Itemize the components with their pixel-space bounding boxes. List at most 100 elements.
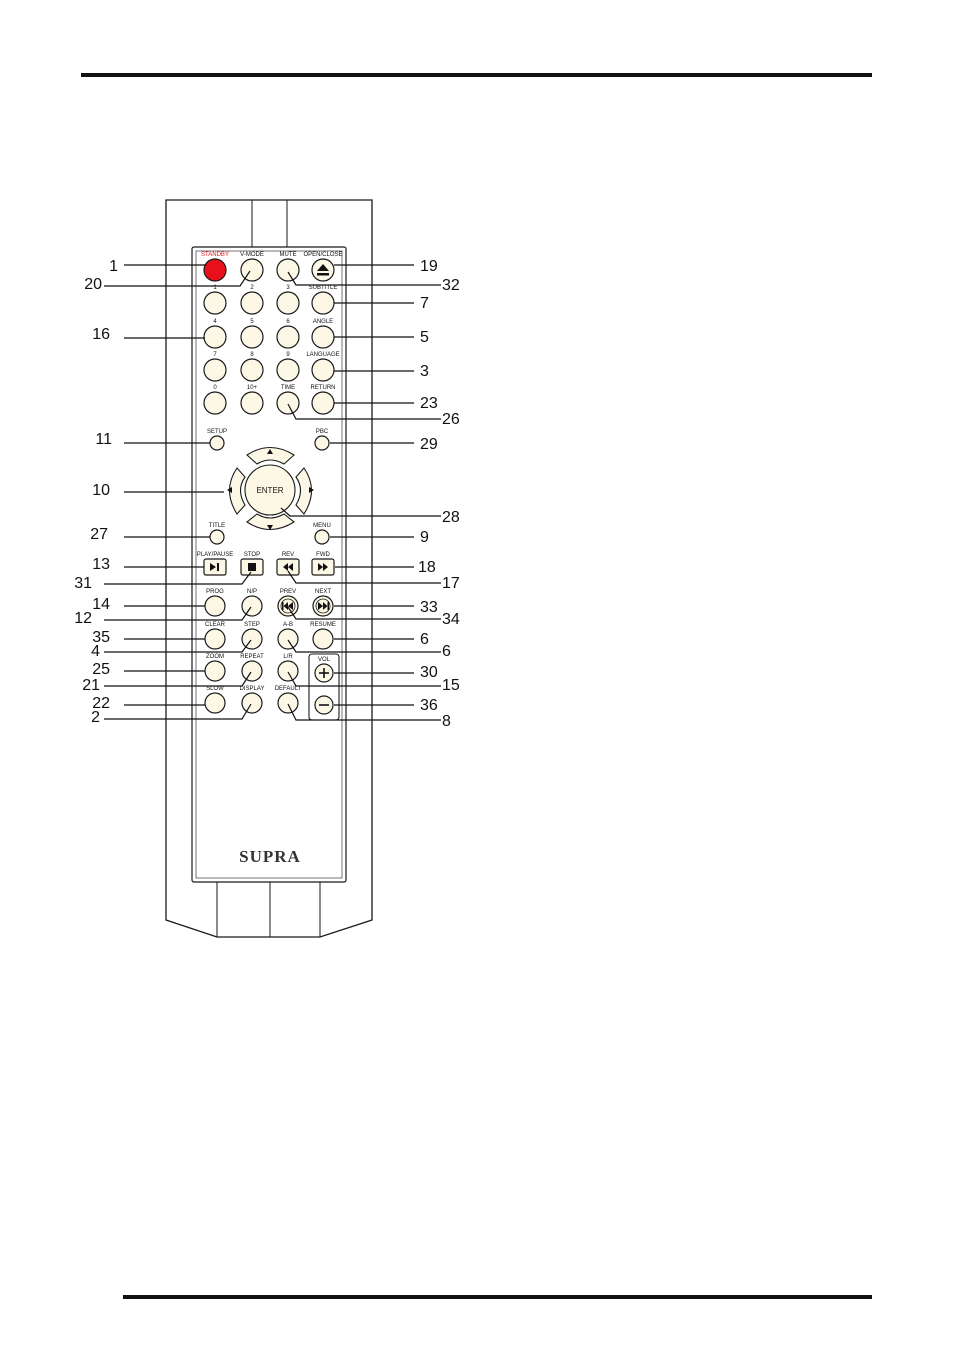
angle-button-group: ANGLE	[311, 319, 335, 349]
n9-label: 9	[286, 352, 290, 358]
menu-button-group: MENU	[313, 523, 331, 545]
n5-button-group: 5	[240, 319, 264, 349]
callout-step: 4	[91, 643, 100, 660]
lr-button[interactable]	[277, 660, 299, 682]
setup-button-group: SETUP	[207, 429, 227, 451]
n8-button[interactable]	[240, 358, 264, 382]
n6-label: 6	[286, 319, 290, 325]
n0-button[interactable]	[203, 391, 227, 415]
callout-volup: 30	[420, 664, 438, 681]
leader-vmode	[104, 270, 251, 287]
n6-button[interactable]	[276, 325, 300, 349]
pbc-label: PBC	[316, 429, 329, 435]
repeat-button-group: REPEAT	[240, 654, 264, 682]
clear-label: CLEAR	[205, 622, 226, 628]
n5-button[interactable]	[240, 325, 264, 349]
angle-label: ANGLE	[313, 319, 333, 325]
n8-label: 8	[250, 352, 254, 358]
next-button-group: NEXT	[312, 589, 334, 617]
plus-icon	[319, 668, 329, 678]
repeat-button[interactable]	[241, 660, 263, 682]
up-arrow-button[interactable]	[246, 446, 295, 465]
subtitle-button[interactable]	[311, 291, 335, 315]
right-triangle-icon	[309, 487, 314, 493]
leader-rev	[287, 570, 441, 584]
time-button[interactable]	[276, 391, 300, 415]
menu-label: MENU	[313, 523, 331, 529]
return-button[interactable]	[311, 391, 335, 415]
mute-button[interactable]	[276, 258, 300, 282]
ab-label: A-B	[283, 622, 293, 628]
n7-button-group: 7	[203, 352, 227, 382]
down-arrow-button[interactable]	[246, 513, 295, 531]
rev-label: REV	[282, 552, 294, 558]
callout-pbc: 29	[420, 436, 438, 453]
slow-button-group: SLOW	[204, 686, 226, 714]
n10plus-button[interactable]	[240, 391, 264, 415]
step-button[interactable]	[241, 628, 263, 650]
callout-subtitle: 7	[420, 295, 429, 312]
vmode-button[interactable]	[240, 258, 264, 282]
fwd-label: FWD	[316, 552, 330, 558]
leader-lr	[287, 671, 441, 687]
callout-numbers: 1201611102713311412354252122219327532326…	[74, 258, 460, 730]
mute-label: MUTE	[280, 252, 297, 258]
n2-button-group: 2	[240, 285, 264, 315]
voldown-button-group	[314, 695, 334, 715]
callout-default: 8	[442, 713, 451, 730]
skip-back-icon	[282, 602, 293, 610]
callout-openclose: 19	[420, 258, 438, 275]
n2-button[interactable]	[240, 291, 264, 315]
n1-button[interactable]	[203, 291, 227, 315]
n0-button-group: 0	[203, 385, 227, 415]
left-arrow-button[interactable]	[228, 467, 246, 515]
prog-button[interactable]	[204, 595, 226, 617]
callout-return: 23	[420, 395, 438, 412]
pbc-button[interactable]	[314, 435, 330, 451]
callout-time: 26	[442, 411, 460, 428]
right-arrow-button[interactable]	[295, 467, 313, 515]
clear-button[interactable]	[204, 628, 226, 650]
setup-button[interactable]	[209, 435, 225, 451]
angle-button[interactable]	[311, 325, 335, 349]
resume-label: RESUME	[310, 622, 336, 628]
callout-leaders	[104, 264, 441, 721]
menu-button[interactable]	[314, 529, 330, 545]
subtitle-label: SUBTITLE	[309, 285, 338, 291]
n5-label: 5	[250, 319, 254, 325]
display-button[interactable]	[241, 692, 263, 714]
stop-label: STOP	[244, 552, 260, 558]
n9-button[interactable]	[276, 358, 300, 382]
callout-n4: 16	[92, 326, 110, 343]
title-button[interactable]	[209, 529, 225, 545]
next-inner-ring	[315, 598, 331, 614]
enter-button[interactable]	[244, 464, 296, 516]
leader-display	[104, 703, 252, 720]
default-label: DEFAULT	[275, 686, 302, 692]
callout-lr: 15	[442, 677, 460, 694]
nav-ring	[228, 446, 313, 531]
slow-button[interactable]	[204, 692, 226, 714]
top-rule	[81, 73, 872, 77]
lr-button-group: L/R	[277, 654, 299, 682]
n4-button[interactable]	[203, 325, 227, 349]
resume-button[interactable]	[312, 628, 334, 650]
leader-ab	[287, 639, 441, 653]
remote-body	[165, 199, 373, 938]
language-button[interactable]	[311, 358, 335, 382]
callout-standby: 1	[109, 258, 118, 275]
np-button-group: N/P	[241, 589, 263, 617]
default-button[interactable]	[277, 692, 299, 714]
zoom-button[interactable]	[204, 660, 226, 682]
ab-button[interactable]	[277, 628, 299, 650]
np-button[interactable]	[241, 595, 263, 617]
callout-np: 12	[74, 610, 92, 627]
n3-button[interactable]	[276, 291, 300, 315]
callout-enter: 28	[442, 509, 460, 526]
callout-angle: 5	[420, 329, 429, 346]
standby-button[interactable]	[203, 258, 227, 282]
n7-button[interactable]	[203, 358, 227, 382]
fast-forward-icon	[318, 563, 328, 571]
left-triangle-icon	[227, 487, 232, 493]
